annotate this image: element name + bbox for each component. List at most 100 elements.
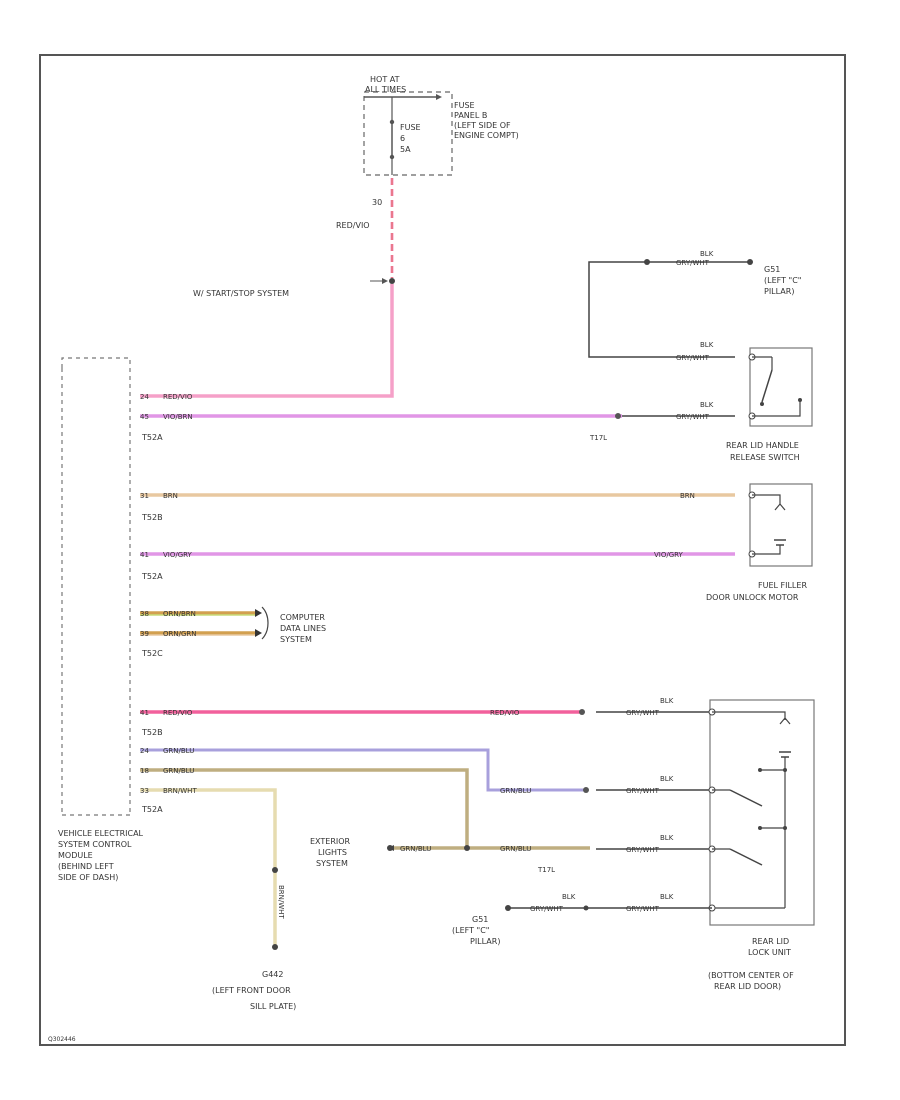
computer-data-line-2: DATA LINES	[280, 624, 326, 633]
label-w3-right: BRN	[680, 492, 695, 500]
lock-wire-d-color: BLK	[660, 893, 674, 901]
w10-splice-top	[272, 867, 278, 873]
label-w9: GRN/BLU	[163, 767, 194, 775]
pin-w2: 45	[140, 413, 149, 421]
label-w8-right: GRN/BLU	[500, 787, 531, 795]
ground-g1: BLK GRY/WHT G51 (LEFT "C" PILLAR)	[588, 250, 801, 358]
fuse-name: FUSE	[400, 123, 421, 132]
label-w4-right: VIO/GRY	[654, 551, 684, 559]
module-connector-3: T52A	[141, 572, 163, 581]
diagram-code: Q302446	[48, 1036, 76, 1043]
w6-arrow	[255, 629, 262, 637]
fuel-filler-motor: FUEL FILLER DOOR UNLOCK MOTOR	[706, 483, 813, 602]
w5-arrow	[255, 609, 262, 617]
lock-w8-dot	[583, 787, 589, 793]
module-name-4: (BEHIND LEFT	[58, 862, 114, 871]
module-connector-5: T52B	[141, 728, 163, 737]
handle-switch-blade	[761, 369, 773, 403]
ground-g3-label-3: SILL PLATE)	[250, 1002, 296, 1011]
label-w10-down: BRN/WHT	[277, 885, 285, 919]
module-name-3: MODULE	[58, 851, 93, 860]
pin-w9: 18	[140, 767, 149, 775]
w9-splice	[464, 845, 470, 851]
lock-motor-symbol-bottom	[779, 751, 791, 758]
module-name-1: VEHICLE ELECTRICAL	[58, 829, 144, 838]
label-w7-right: RED/VIO	[490, 709, 520, 717]
module-connector-2: T52B	[141, 513, 163, 522]
label-w9-right: GRN/BLU	[500, 845, 531, 853]
exterior-lights-line-2: LIGHTS	[318, 848, 347, 857]
w9-connector: T17L	[537, 866, 555, 874]
w2-connector: T17L	[589, 434, 607, 442]
lock-wire-d-code: GRY/WHT	[626, 905, 660, 913]
fuel-internal-2	[752, 545, 781, 555]
lock-wire-b-code: GRY/WHT	[626, 787, 660, 795]
ground-g1-label-2: (LEFT "C"	[764, 276, 801, 285]
rear-lid-handle-switch: BLK GRY/WHT BLK GRY/WHT REAR LID HANDLE …	[622, 341, 813, 462]
fuse-location-3: (LEFT SIDE OF	[454, 121, 511, 130]
handle-wire1-code: GRY/WHT	[676, 354, 710, 362]
handle-wire2-code: GRY/WHT	[676, 413, 710, 421]
fuel-name-2: DOOR UNLOCK MOTOR	[706, 593, 799, 602]
ground-g2-label-1: G51	[472, 915, 488, 924]
lock-switch-2-blade	[729, 848, 763, 866]
fuse-location-1: FUSE	[454, 101, 475, 110]
lock-wire-c-color: BLK	[660, 834, 674, 842]
feed-wire-label: RED/VIO	[336, 221, 370, 230]
ground-g2: BLK GRY/WHT BLK GRY/WHT G51 (LEFT "C" PI…	[452, 893, 712, 946]
label-w1: RED/VIO	[163, 393, 193, 401]
diagram-border	[39, 54, 846, 1046]
module-name-2: SYSTEM CONTROL	[58, 840, 132, 849]
lock-unit-box	[709, 699, 815, 926]
ground-g3-label-1: G442	[262, 970, 283, 979]
label-w6: ORN/GRN	[163, 630, 197, 638]
pin-w5: 38	[140, 610, 149, 618]
data-lines-bracket	[261, 606, 269, 640]
handle-wire1-color: BLK	[700, 341, 714, 349]
lock-name-1: REAR LID	[752, 937, 789, 946]
lock-name-4: REAR LID DOOR)	[714, 982, 781, 991]
lock-w7-dot	[579, 709, 585, 715]
lock-wire-b-color: BLK	[660, 775, 674, 783]
label-w7: RED/VIO	[163, 709, 193, 717]
pin-w8: 24	[140, 747, 149, 755]
label-w4: VIO/GRY	[163, 551, 193, 559]
module-name-5: SIDE OF DASH)	[58, 873, 118, 882]
label-w2: VIO/BRN	[163, 413, 193, 421]
exterior-lights-arrow	[388, 845, 394, 851]
rear-lid-lock-unit: BLK GRY/WHT BLK GRY/WHT BLK GRY/WHT REAR…	[579, 697, 815, 991]
handle-switch-contact	[760, 402, 764, 406]
fuel-internal-1	[752, 494, 781, 505]
fuse-location-4: ENGINE COMPT)	[454, 131, 519, 140]
computer-data-line-1: COMPUTER	[280, 613, 325, 622]
wire-w10	[140, 788, 277, 945]
module-connector-4: T52C	[141, 649, 163, 658]
splice-arrow	[382, 278, 388, 284]
fuel-motor-symbol-top	[774, 503, 786, 511]
pin-w6: 39	[140, 630, 149, 638]
pin-w10: 33	[140, 787, 149, 795]
module-pins: 24 RED/VIO 45 VIO/BRN T17L 31 BRN BRN 41…	[140, 393, 735, 950]
pin-w3: 31	[140, 492, 149, 500]
exterior-lights-branch: GRN/BLU GRN/BLU T17L EXTERIOR LIGHTS SYS…	[310, 837, 590, 874]
lock-wire-a-color: BLK	[660, 697, 674, 705]
fuse-bus-arrow	[436, 94, 442, 100]
g442-ground-dot	[272, 944, 278, 950]
handle-name-2: RELEASE SWITCH	[730, 453, 800, 462]
feed-splice-dot	[389, 278, 395, 284]
pin-w7: 41	[140, 709, 149, 717]
ground-g1-label-3: PILLAR)	[764, 287, 794, 296]
computer-data-line-3: SYSTEM	[280, 635, 312, 644]
fuse-location-2: PANEL B	[454, 111, 487, 120]
ground-g2-mid-dot	[583, 905, 589, 911]
ground-g2-wire-code: GRY/WHT	[530, 905, 564, 913]
ground-g3: G442 (LEFT FRONT DOOR SILL PLATE)	[212, 970, 296, 1011]
handle-internal-3	[752, 400, 801, 417]
ground-g1-label-1: G51	[764, 265, 780, 274]
exterior-lights-line-1: EXTERIOR	[310, 837, 351, 846]
module-connector-6: T52A	[141, 805, 163, 814]
computer-data-lines: COMPUTER DATA LINES SYSTEM	[280, 613, 326, 644]
fuel-name-1: FUEL FILLER	[758, 581, 807, 590]
ground-g1-terminal	[747, 259, 753, 265]
